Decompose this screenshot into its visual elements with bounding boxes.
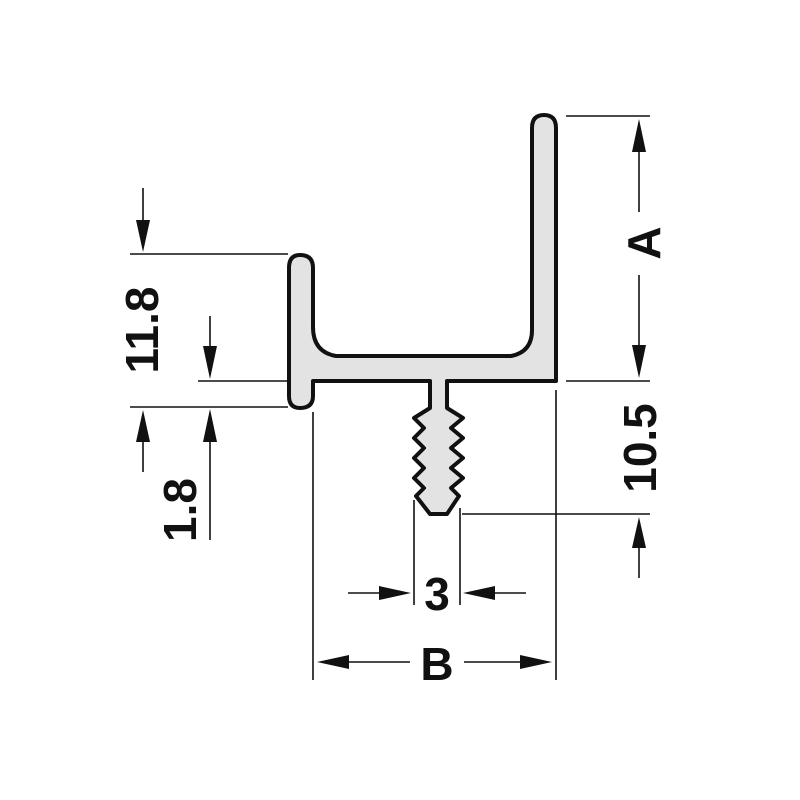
dimension-label-fin-depth: 10.5 [614, 403, 666, 493]
dimension-fin-depth: 10.5 [462, 403, 666, 578]
dimension-height-a: A [566, 115, 670, 382]
dimension-label-fin-width: 3 [424, 568, 450, 620]
dimension-flange-thickness: 1.8 [154, 316, 288, 542]
dimension-total-height: 11.8 [116, 188, 288, 472]
dimension-label-height-a: A [618, 226, 670, 259]
dimension-label-height-total: 11.8 [116, 287, 168, 374]
dimension-label-width-b: B [420, 638, 453, 690]
dimension-width-b: B [312, 390, 557, 690]
dimension-label-flange-thickness: 1.8 [154, 478, 206, 542]
u-profile-cross-section [287, 113, 558, 516]
dimension-fin-width: 3 [348, 500, 526, 620]
